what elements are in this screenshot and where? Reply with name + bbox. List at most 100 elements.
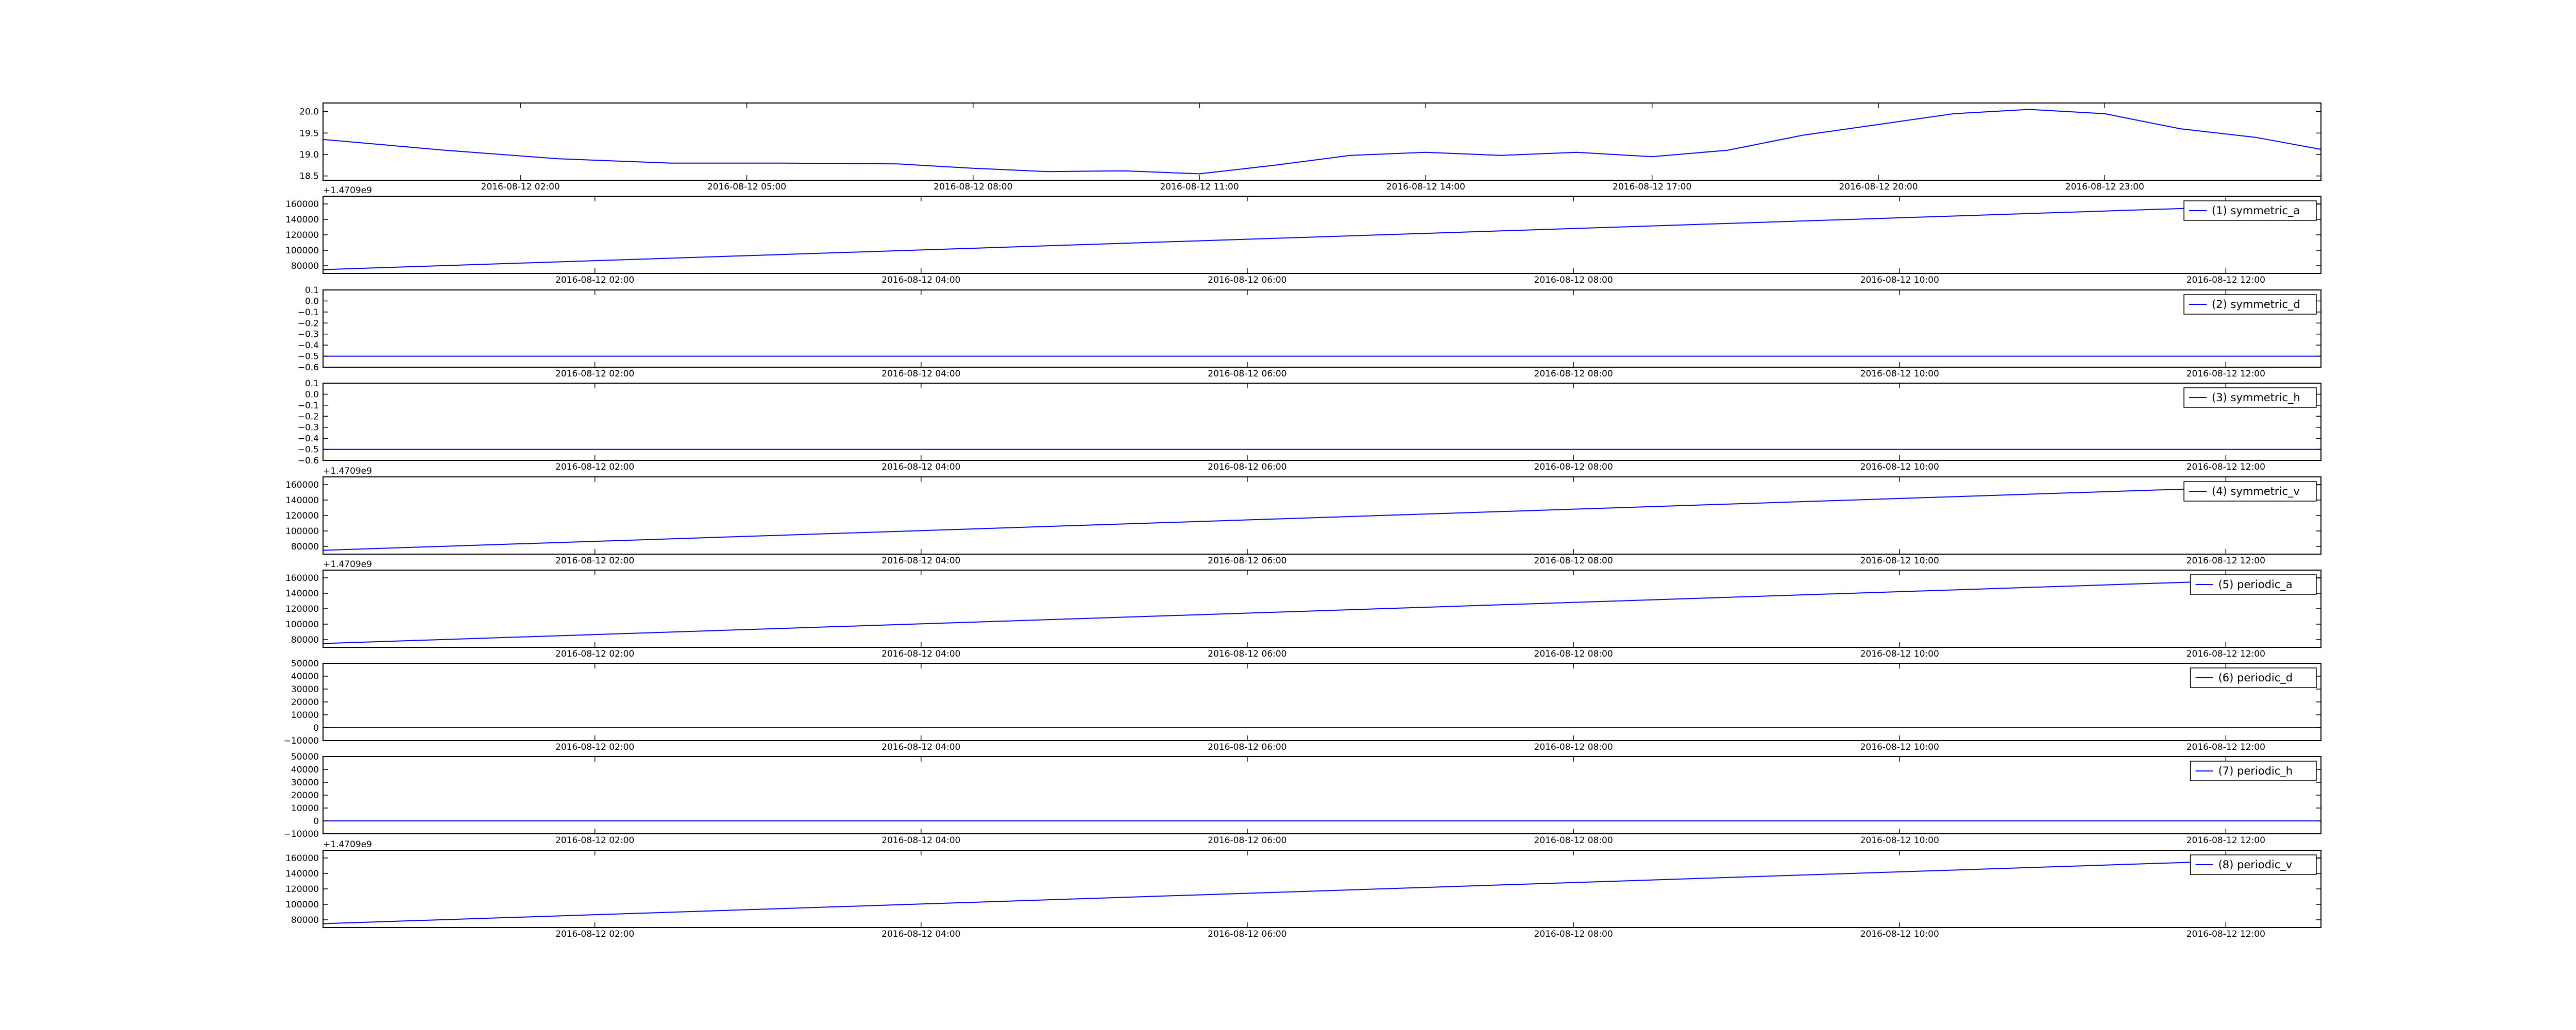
y-tick-label: 40000 — [291, 765, 319, 775]
x-tick-label: 2016-08-12 08:00 — [1534, 462, 1613, 472]
x-tick-label: 2016-08-12 02:00 — [555, 742, 634, 752]
x-tick-label: 2016-08-12 04:00 — [882, 556, 960, 566]
series-line-5-1 — [323, 484, 2321, 551]
legend: (4) symmetric_v — [2183, 481, 2317, 502]
legend-label: (6) periodic_d — [2218, 672, 2293, 684]
x-tick-label: 2016-08-12 04:00 — [882, 462, 960, 472]
y-tick-label: 120000 — [285, 511, 319, 521]
panel-8: 50000400003000020000100000−100002016-08-… — [284, 752, 2321, 846]
legend-label: (4) symmetric_v — [2212, 485, 2300, 498]
x-tick-label: 2016-08-12 12:00 — [2187, 275, 2265, 285]
y-tick-label: 160000 — [285, 853, 319, 864]
y-tick-label: −0.4 — [298, 340, 319, 351]
legend: (1) symmetric_a — [2183, 200, 2317, 221]
y-tick-label: 140000 — [285, 869, 319, 879]
offset-text: +1.4709e9 — [323, 839, 372, 850]
x-tick-label: 2016-08-12 02:00 — [555, 835, 634, 846]
panel-2: 160000140000120000100000800002016-08-12 … — [285, 185, 2321, 285]
x-tick-label: 2016-08-12 12:00 — [2187, 369, 2265, 379]
series-line-2-1 — [323, 203, 2321, 270]
x-tick-label: 2016-08-12 12:00 — [2187, 556, 2265, 566]
y-tick-label: 40000 — [291, 672, 319, 682]
x-tick-label: 2016-08-12 06:00 — [1208, 275, 1286, 285]
x-tick-label: 2016-08-12 02:00 — [555, 649, 634, 659]
x-tick-label: 2016-08-12 04:00 — [882, 929, 960, 939]
y-tick-label: 0.1 — [305, 285, 319, 296]
y-tick-label: 18.5 — [299, 171, 319, 182]
y-tick-label: 10000 — [291, 803, 319, 814]
x-tick-label: 2016-08-12 02:00 — [555, 369, 634, 379]
x-tick-label: 2016-08-12 04:00 — [882, 835, 960, 846]
y-tick-label: −0.5 — [298, 352, 319, 362]
x-tick-label: 2016-08-12 06:00 — [1208, 929, 1286, 939]
x-tick-label: 2016-08-12 17:00 — [1613, 182, 1691, 192]
y-tick-label: 0 — [313, 723, 319, 733]
y-tick-label: 19.0 — [299, 150, 319, 160]
y-tick-label: −10000 — [284, 829, 319, 839]
x-tick-label: 2016-08-12 12:00 — [2187, 649, 2265, 659]
x-tick-label: 2016-08-12 10:00 — [1860, 742, 1939, 752]
legend-label: (5) periodic_a — [2218, 578, 2293, 591]
x-tick-label: 2016-08-12 12:00 — [2187, 462, 2265, 472]
x-tick-label: 2016-08-12 04:00 — [882, 369, 960, 379]
x-tick-label: 2016-08-12 06:00 — [1208, 835, 1286, 846]
panel-6: 160000140000120000100000800002016-08-12 … — [285, 559, 2321, 659]
legend: (7) periodic_h — [2190, 761, 2317, 781]
y-tick-label: 20000 — [291, 697, 319, 708]
y-tick-label: 140000 — [285, 589, 319, 599]
x-tick-label: 2016-08-12 06:00 — [1208, 649, 1286, 659]
y-tick-label: 160000 — [285, 199, 319, 210]
legend: (5) periodic_a — [2190, 574, 2317, 595]
x-tick-label: 2016-08-12 12:00 — [2187, 929, 2265, 939]
y-tick-label: 30000 — [291, 778, 319, 788]
series-line-9-1 — [323, 857, 2321, 924]
x-tick-label: 2016-08-12 05:00 — [707, 182, 786, 192]
axes-frame — [323, 102, 2321, 181]
y-tick-label: −0.3 — [298, 330, 319, 340]
x-tick-label: 2016-08-12 06:00 — [1208, 369, 1286, 379]
y-tick-label: −0.2 — [298, 411, 319, 422]
y-tick-label: 0.1 — [305, 379, 319, 389]
x-tick-label: 2016-08-12 02:00 — [481, 182, 560, 192]
x-tick-label: 2016-08-12 12:00 — [2187, 835, 2265, 846]
y-tick-label: 80000 — [291, 635, 319, 645]
x-tick-label: 2016-08-12 12:00 — [2187, 742, 2265, 752]
x-tick-label: 2016-08-12 08:00 — [1534, 369, 1613, 379]
legend: (2) symmetric_d — [2183, 294, 2317, 315]
y-tick-label: −10000 — [284, 736, 319, 746]
x-tick-label: 2016-08-12 10:00 — [1860, 929, 1939, 939]
y-tick-label: 20.0 — [299, 107, 319, 117]
y-tick-label: 80000 — [291, 542, 319, 552]
series-line-6-1 — [323, 577, 2321, 644]
axes-frame — [323, 383, 2321, 461]
y-tick-label: −0.6 — [298, 363, 319, 373]
panel-3: 0.10.0−0.1−0.2−0.3−0.4−0.5−0.62016-08-12… — [298, 285, 2321, 379]
y-tick-label: 10000 — [291, 710, 319, 720]
x-tick-label: 2016-08-12 06:00 — [1208, 462, 1286, 472]
y-tick-label: 140000 — [285, 215, 319, 225]
x-tick-label: 2016-08-12 02:00 — [555, 462, 634, 472]
legend-label: (3) symmetric_h — [2212, 391, 2300, 404]
y-tick-label: 50000 — [291, 659, 319, 669]
legend: (8) periodic_v — [2190, 854, 2317, 875]
panel-9: 160000140000120000100000800002016-08-12 … — [285, 839, 2321, 939]
y-tick-label: −0.1 — [298, 401, 319, 411]
x-tick-label: 2016-08-12 14:00 — [1386, 182, 1465, 192]
axes-frame — [323, 289, 2321, 368]
legend: (3) symmetric_h — [2183, 387, 2317, 408]
y-tick-label: 100000 — [285, 246, 319, 256]
y-tick-label: −0.2 — [298, 318, 319, 329]
y-tick-label: 0 — [313, 816, 319, 827]
y-tick-label: −0.3 — [298, 423, 319, 433]
x-tick-label: 2016-08-12 08:00 — [1534, 649, 1613, 659]
x-tick-label: 2016-08-12 11:00 — [1160, 182, 1239, 192]
x-tick-label: 2016-08-12 02:00 — [555, 929, 634, 939]
y-tick-label: 0.0 — [305, 389, 319, 400]
y-tick-label: 30000 — [291, 684, 319, 695]
legend: (6) periodic_d — [2190, 667, 2317, 688]
x-tick-label: 2016-08-12 04:00 — [882, 649, 960, 659]
y-tick-label: −0.6 — [298, 456, 319, 466]
